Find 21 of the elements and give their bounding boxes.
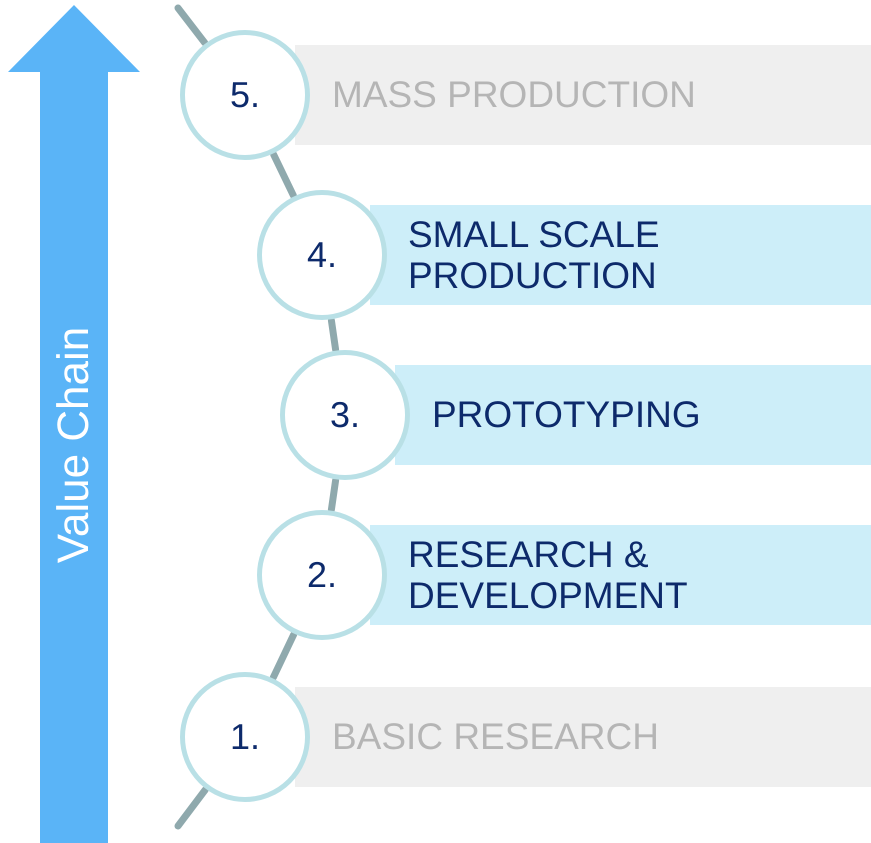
arrow-label: Value Chain [52,326,96,564]
step-number: 5. [230,77,260,113]
connector-line [174,4,208,46]
stage-band [295,45,871,145]
connector-line [270,631,298,681]
step-number: 3. [330,397,360,433]
stage-label: RESEARCH & DEVELOPMENT [408,534,689,616]
stage-label: MASS PRODUCTION [332,74,697,116]
connector-line [174,786,209,830]
stage-label: PROTOTYPING [432,394,702,436]
step-number: 4. [306,237,338,273]
step-number: 1. [230,719,260,755]
stage-band [395,365,871,465]
stage-label: BASIC RESEARCH [332,716,660,758]
connector-line [270,150,297,200]
up-arrow [8,5,140,843]
stage-label: SMALL SCALE PRODUCTION [408,214,661,296]
step-number: 2. [306,557,338,593]
stage-band [370,205,871,305]
stage-band [295,687,871,787]
stage-band [370,525,871,625]
